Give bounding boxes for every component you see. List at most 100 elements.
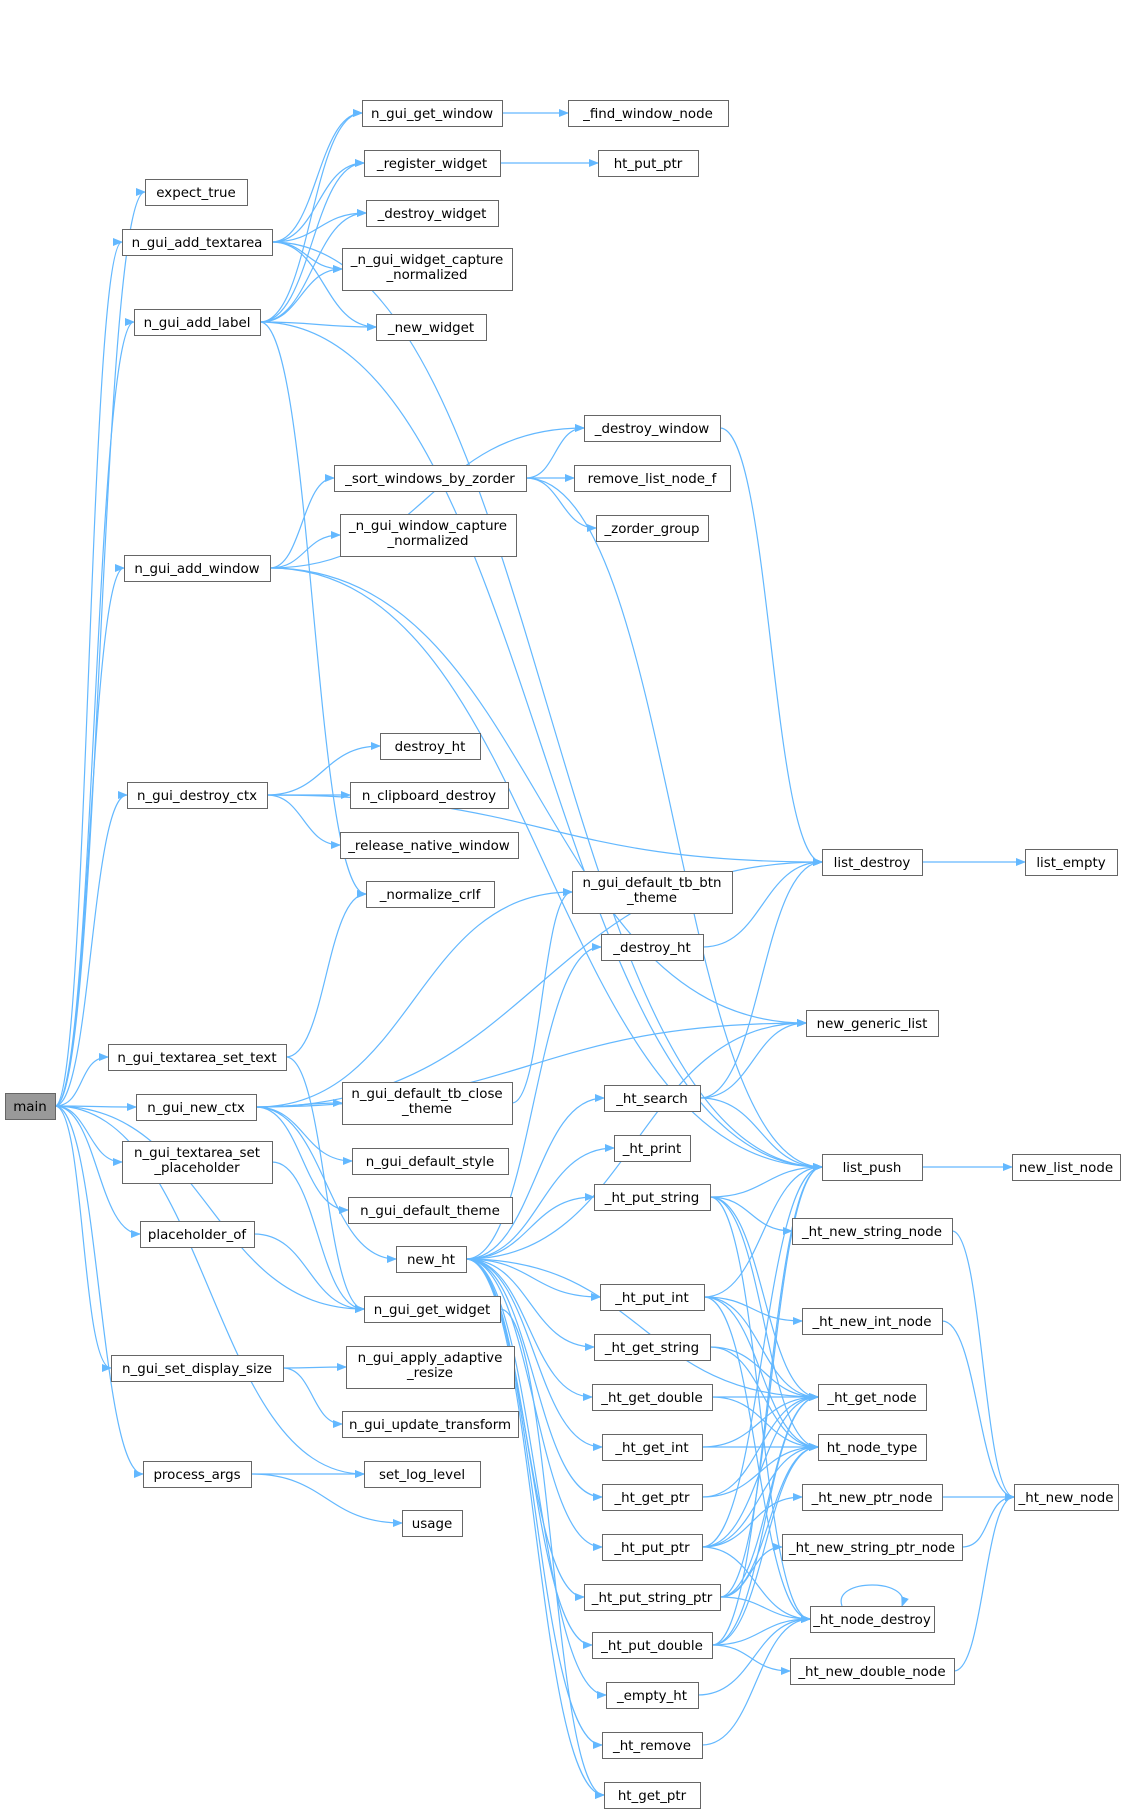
node-label: ht_put_ptr [614,157,683,172]
node-n_gui_textarea_set_text[interactable]: n_gui_textarea_set_text [108,1044,287,1071]
node-n_gui_default_style[interactable]: n_gui_default_style [352,1148,509,1175]
node-n_gui_default_tb_close_theme[interactable]: n_gui_default_tb_close_theme [342,1082,513,1125]
node-_ht_put_string_ptr[interactable]: _ht_put_string_ptr [584,1584,721,1611]
node-box [402,1510,463,1537]
edge-n_gui_add_label-to-_destroy_widget [259,209,367,323]
node-box [122,1141,273,1184]
edge-_ht_new_string_ptr_node-to-_ht_new_node [961,1493,1015,1548]
node-new_ht[interactable]: new_ht [396,1246,467,1273]
edge-_ht_remove-to-_ht_node_destroy [701,1615,811,1746]
node-label: _theme [401,1102,452,1117]
node-n_gui_add_textarea[interactable]: n_gui_add_textarea [122,229,273,256]
node-n_gui_default_tb_btn_theme[interactable]: n_gui_default_tb_btn_theme [572,871,733,914]
node-n_gui_get_widget[interactable]: n_gui_get_widget [364,1296,501,1323]
node-list_push[interactable]: list_push [822,1154,923,1181]
node-destroy_ht[interactable]: destroy_ht [380,733,481,760]
node-placeholder_of[interactable]: placeholder_of [140,1221,255,1248]
edge-new_ht-to-_ht_put_ptr [465,1258,603,1551]
node-_ht_put_double[interactable]: _ht_put_double [592,1632,713,1659]
node-label: _zorder_group [603,522,699,537]
node-_normalize_crlf[interactable]: _normalize_crlf [366,881,495,908]
node-n_gui_update_transform[interactable]: n_gui_update_transform [342,1411,519,1438]
node-box [601,934,704,961]
node-_ht_new_int_node[interactable]: _ht_new_int_node [802,1308,943,1335]
node-_register_widget[interactable]: _register_widget [364,150,501,177]
node-_ht_get_string[interactable]: _ht_get_string [594,1334,711,1361]
node-_n_gui_widget_capture_normalized[interactable]: _n_gui_widget_capture_normalized [342,248,513,291]
node-box [362,100,503,127]
node-_ht_get_double[interactable]: _ht_get_double [592,1384,713,1411]
node-_new_widget[interactable]: _new_widget [376,314,487,341]
edge-_empty_ht-to-_ht_node_destroy [697,1615,811,1696]
node-n_gui_default_theme[interactable]: n_gui_default_theme [348,1197,513,1224]
node-_destroy_window[interactable]: _destroy_window [584,415,721,442]
node-box [352,1148,509,1175]
node-set_log_level[interactable]: set_log_level [364,1461,481,1488]
node-_ht_get_ptr[interactable]: _ht_get_ptr [602,1484,703,1511]
node-_ht_print[interactable]: _ht_print [614,1135,691,1162]
node-_ht_new_string_ptr_node[interactable]: _ht_new_string_ptr_node [782,1534,963,1561]
node-n_gui_get_window[interactable]: n_gui_get_window [362,100,503,127]
node-_release_native_window[interactable]: _release_native_window [340,832,519,859]
node-list_destroy[interactable]: list_destroy [822,849,923,876]
node-n_gui_textarea_set_placeholder[interactable]: n_gui_textarea_set_placeholder [122,1141,273,1184]
node-n_gui_destroy_ctx[interactable]: n_gui_destroy_ctx [127,782,268,809]
node-label: list_push [843,1161,902,1176]
node-_ht_new_node[interactable]: _ht_new_node [1014,1484,1119,1511]
node-box [1012,1154,1121,1181]
node-_destroy_widget[interactable]: _destroy_widget [366,200,499,227]
node-process_args[interactable]: process_args [143,1461,252,1488]
node-_find_window_node[interactable]: _find_window_node [568,100,729,127]
node-_ht_remove[interactable]: _ht_remove [602,1732,703,1759]
node-_n_gui_window_capture_normalized[interactable]: _n_gui_window_capture_normalized [340,514,517,557]
node-_ht_put_string[interactable]: _ht_put_string [594,1184,711,1211]
edge-new_ht-to-_ht_get_node [465,1258,819,1401]
node-_ht_node_destroy[interactable]: _ht_node_destroy [810,1606,935,1633]
node-_ht_get_node[interactable]: _ht_get_node [818,1384,927,1411]
node-_ht_new_string_node[interactable]: _ht_new_string_node [792,1218,953,1245]
node-_ht_get_int[interactable]: _ht_get_int [602,1434,703,1461]
node-remove_list_node_f[interactable]: remove_list_node_f [574,465,731,492]
node-box [594,1334,711,1361]
node-n_gui_set_display_size[interactable]: n_gui_set_display_size [111,1355,284,1382]
node-_ht_new_double_node[interactable]: _ht_new_double_node [790,1658,955,1685]
node-label: _ht_put_double [600,1639,703,1654]
node-main[interactable]: main [5,1093,56,1120]
node-usage[interactable]: usage [402,1510,463,1537]
node-_ht_new_ptr_node[interactable]: _ht_new_ptr_node [802,1484,943,1511]
node-_ht_put_int[interactable]: _ht_put_int [600,1284,705,1311]
node-n_gui_add_label[interactable]: n_gui_add_label [134,309,261,336]
node-ht_put_ptr[interactable]: ht_put_ptr [598,150,699,177]
edge-main-to-n_gui_destroy_ctx [54,791,128,1107]
node-_ht_put_ptr[interactable]: _ht_put_ptr [602,1534,703,1561]
node-box [810,1606,935,1633]
node-label: _ht_put_ptr [613,1541,690,1556]
node-ht_node_type[interactable]: ht_node_type [818,1434,927,1461]
node-n_gui_new_ctx[interactable]: n_gui_new_ctx [136,1094,257,1121]
edge-n_gui_add_label-to-_n_gui_widget_capture_normalized [259,265,343,323]
node-box [604,1085,701,1112]
node-n_clipboard_destroy[interactable]: n_clipboard_destroy [350,782,509,809]
node-list_empty[interactable]: list_empty [1025,849,1118,876]
node-label: _ht_get_ptr [613,1491,690,1506]
node-_ht_search[interactable]: _ht_search [604,1085,701,1112]
node-box [1025,849,1118,876]
node-_sort_windows_by_zorder[interactable]: _sort_windows_by_zorder [334,465,527,492]
node-_destroy_ht[interactable]: _destroy_ht [601,934,704,961]
node-label: placeholder_of [148,1228,247,1243]
edge-_destroy_ht-to-list_destroy [702,858,823,948]
node-box [606,1682,699,1709]
node-expect_true[interactable]: expect_true [145,179,248,206]
edge-_ht_put_ptr-to-_ht_node_destroy [701,1546,811,1623]
node-new_list_node[interactable]: new_list_node [1012,1154,1121,1181]
node-new_generic_list[interactable]: new_generic_list [806,1010,939,1037]
node-ht_get_ptr[interactable]: ht_get_ptr [604,1782,701,1809]
node-_zorder_group[interactable]: _zorder_group [596,515,709,542]
edge-main-to-n_gui_add_label [54,318,135,1107]
node-_empty_ht[interactable]: _empty_ht [606,1682,699,1709]
edge-_ht_put_double-to-ht_node_type [711,1443,819,1646]
node-n_gui_add_window[interactable]: n_gui_add_window [124,555,271,582]
node-label: set_log_level [379,1468,465,1483]
edge-n_gui_add_textarea-to-_register_widget [271,159,365,243]
node-n_gui_apply_adaptive_resize[interactable]: n_gui_apply_adaptive_resize [346,1346,515,1389]
